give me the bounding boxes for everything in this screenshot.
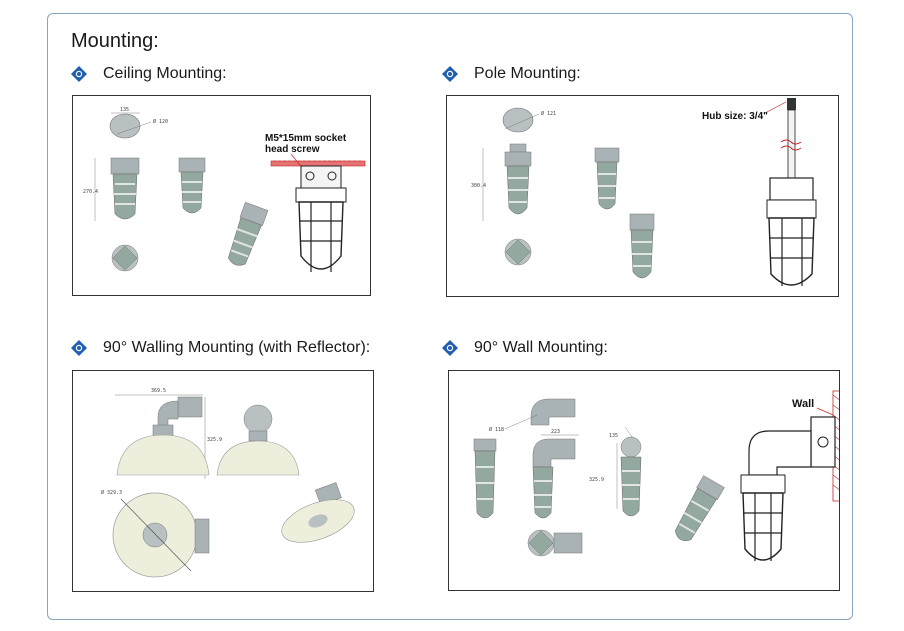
ceiling-drawing: 135 Ø 120 270.4 <box>83 107 366 272</box>
wall-callout: Wall <box>792 398 815 410</box>
section-label: Ceiling Mounting: <box>103 65 227 82</box>
section-walling-heading: 90° Walling Mounting (with Reflector): <box>71 339 370 357</box>
screw-callout: M5*15mm socket head screw <box>265 133 347 155</box>
dim-label: 325.9 <box>589 477 604 483</box>
dim-label: 135 <box>609 433 618 439</box>
walling-drawing: 369.5 325.9 Ø 329.3 <box>101 388 355 578</box>
dim-label: Ø 329.3 <box>101 489 122 496</box>
dim-label: Ø 120 <box>153 118 168 125</box>
dim-label: Ø 121 <box>541 110 556 117</box>
section-label: Pole Mounting: <box>474 65 581 82</box>
page-title: Mounting: <box>71 30 159 52</box>
dim-label: 325.9 <box>207 437 222 443</box>
section-pole-heading: Pole Mounting: <box>442 65 581 83</box>
pole-mounting-diagram: Ø 121 300.4 Hub size: 3/4" <box>446 95 839 297</box>
diamond-bullet-icon <box>71 340 87 356</box>
section-wall-heading: 90° Wall Mounting: <box>442 339 608 357</box>
dim-label: 300.4 <box>471 183 486 189</box>
diamond-bullet-icon <box>442 340 458 356</box>
dim-label: Ø 118 <box>489 426 504 433</box>
dim-label: 135 <box>120 107 129 113</box>
dim-label: 369.5 <box>151 388 166 394</box>
dim-label: 223 <box>551 429 560 435</box>
dim-label: 270.4 <box>83 189 98 195</box>
section-label: 90° Wall Mounting: <box>474 339 608 356</box>
wall-mounting-diagram: Ø 118 223 135 325.9 <box>448 370 840 591</box>
section-ceiling-heading: Ceiling Mounting: <box>71 65 227 83</box>
walling-reflector-diagram: 369.5 325.9 Ø 329.3 <box>72 370 374 592</box>
hub-size-callout: Hub size: 3/4" <box>702 111 768 122</box>
section-label: 90° Walling Mounting (with Reflector): <box>103 339 371 356</box>
diamond-bullet-icon <box>71 66 87 82</box>
ceiling-mounting-diagram: 135 Ø 120 270.4 M5*15mm socket head scre… <box>72 95 371 296</box>
wall-drawing: Ø 118 223 135 325.9 <box>473 390 839 561</box>
pole-drawing: Ø 121 300.4 <box>471 98 817 286</box>
diamond-bullet-icon <box>442 66 458 82</box>
